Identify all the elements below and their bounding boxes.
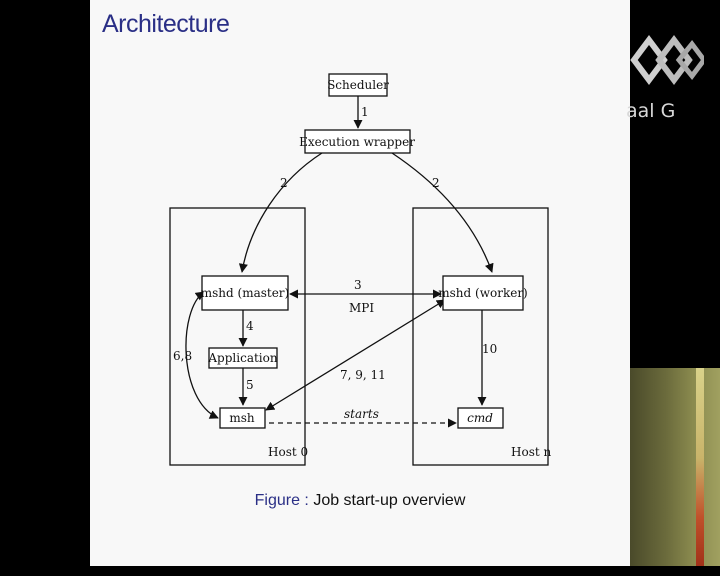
aalto-logo-icon [630,35,704,85]
node-msh-box [219,407,266,429]
node-application-box [208,347,278,369]
node-application: Application [207,351,277,365]
node-scheduler: Scheduler [327,78,389,92]
edge-wrapper-master [238,152,323,273]
edge-label-5: 5 [246,378,254,392]
edge-msh-worker [265,299,446,411]
node-cmd-box [457,407,504,429]
slide: Architecture Host 0 Host n 1 2 2 3 MPI 4… [90,0,630,566]
architecture-diagram: Host 0 Host n 1 2 2 3 MPI 4 5 6,8 7, 9, … [169,73,551,466]
edge-wrapper-worker [391,152,494,273]
edge-label-starts: starts [344,407,379,421]
node-worker: mshd (worker) [438,286,527,300]
node-msh: msh [229,411,255,425]
node-wrapper-box [304,129,411,154]
host-0-label: Host 0 [268,445,308,459]
node-cmd: cmd [467,411,493,425]
edge-label-mpi: MPI [349,301,374,315]
figure-caption: Figure : Job start-up overview [90,492,630,510]
node-scheduler-box [328,73,388,97]
edge-label-2-right: 2 [432,176,440,190]
node-master: mshd (master) [201,286,289,300]
edge-label-6-8: 6,8 [173,349,192,363]
edge-label-1: 1 [361,105,369,119]
caption-text: Job start-up overview [313,492,466,509]
edge-label-3: 3 [354,278,362,292]
video-light-bar [696,368,704,568]
edge-label-10: 10 [482,342,497,356]
caption-prefix: Figure : [254,492,309,509]
node-master-box [201,275,289,311]
slide-title: Architecture [102,10,230,38]
node-worker-box [442,275,524,311]
node-wrapper: Execution wrapper [299,135,415,149]
speaker-video-inset [630,368,720,568]
edge-label-7-9-11: 7, 9, 11 [340,368,386,382]
host-n-label: Host n [511,445,551,459]
edge-label-4: 4 [246,319,254,333]
edge-label-2-left: 2 [280,176,288,190]
bottom-strip [0,566,720,576]
edge-master-msh-loop [185,291,219,419]
logo-text: aal G [626,100,676,122]
